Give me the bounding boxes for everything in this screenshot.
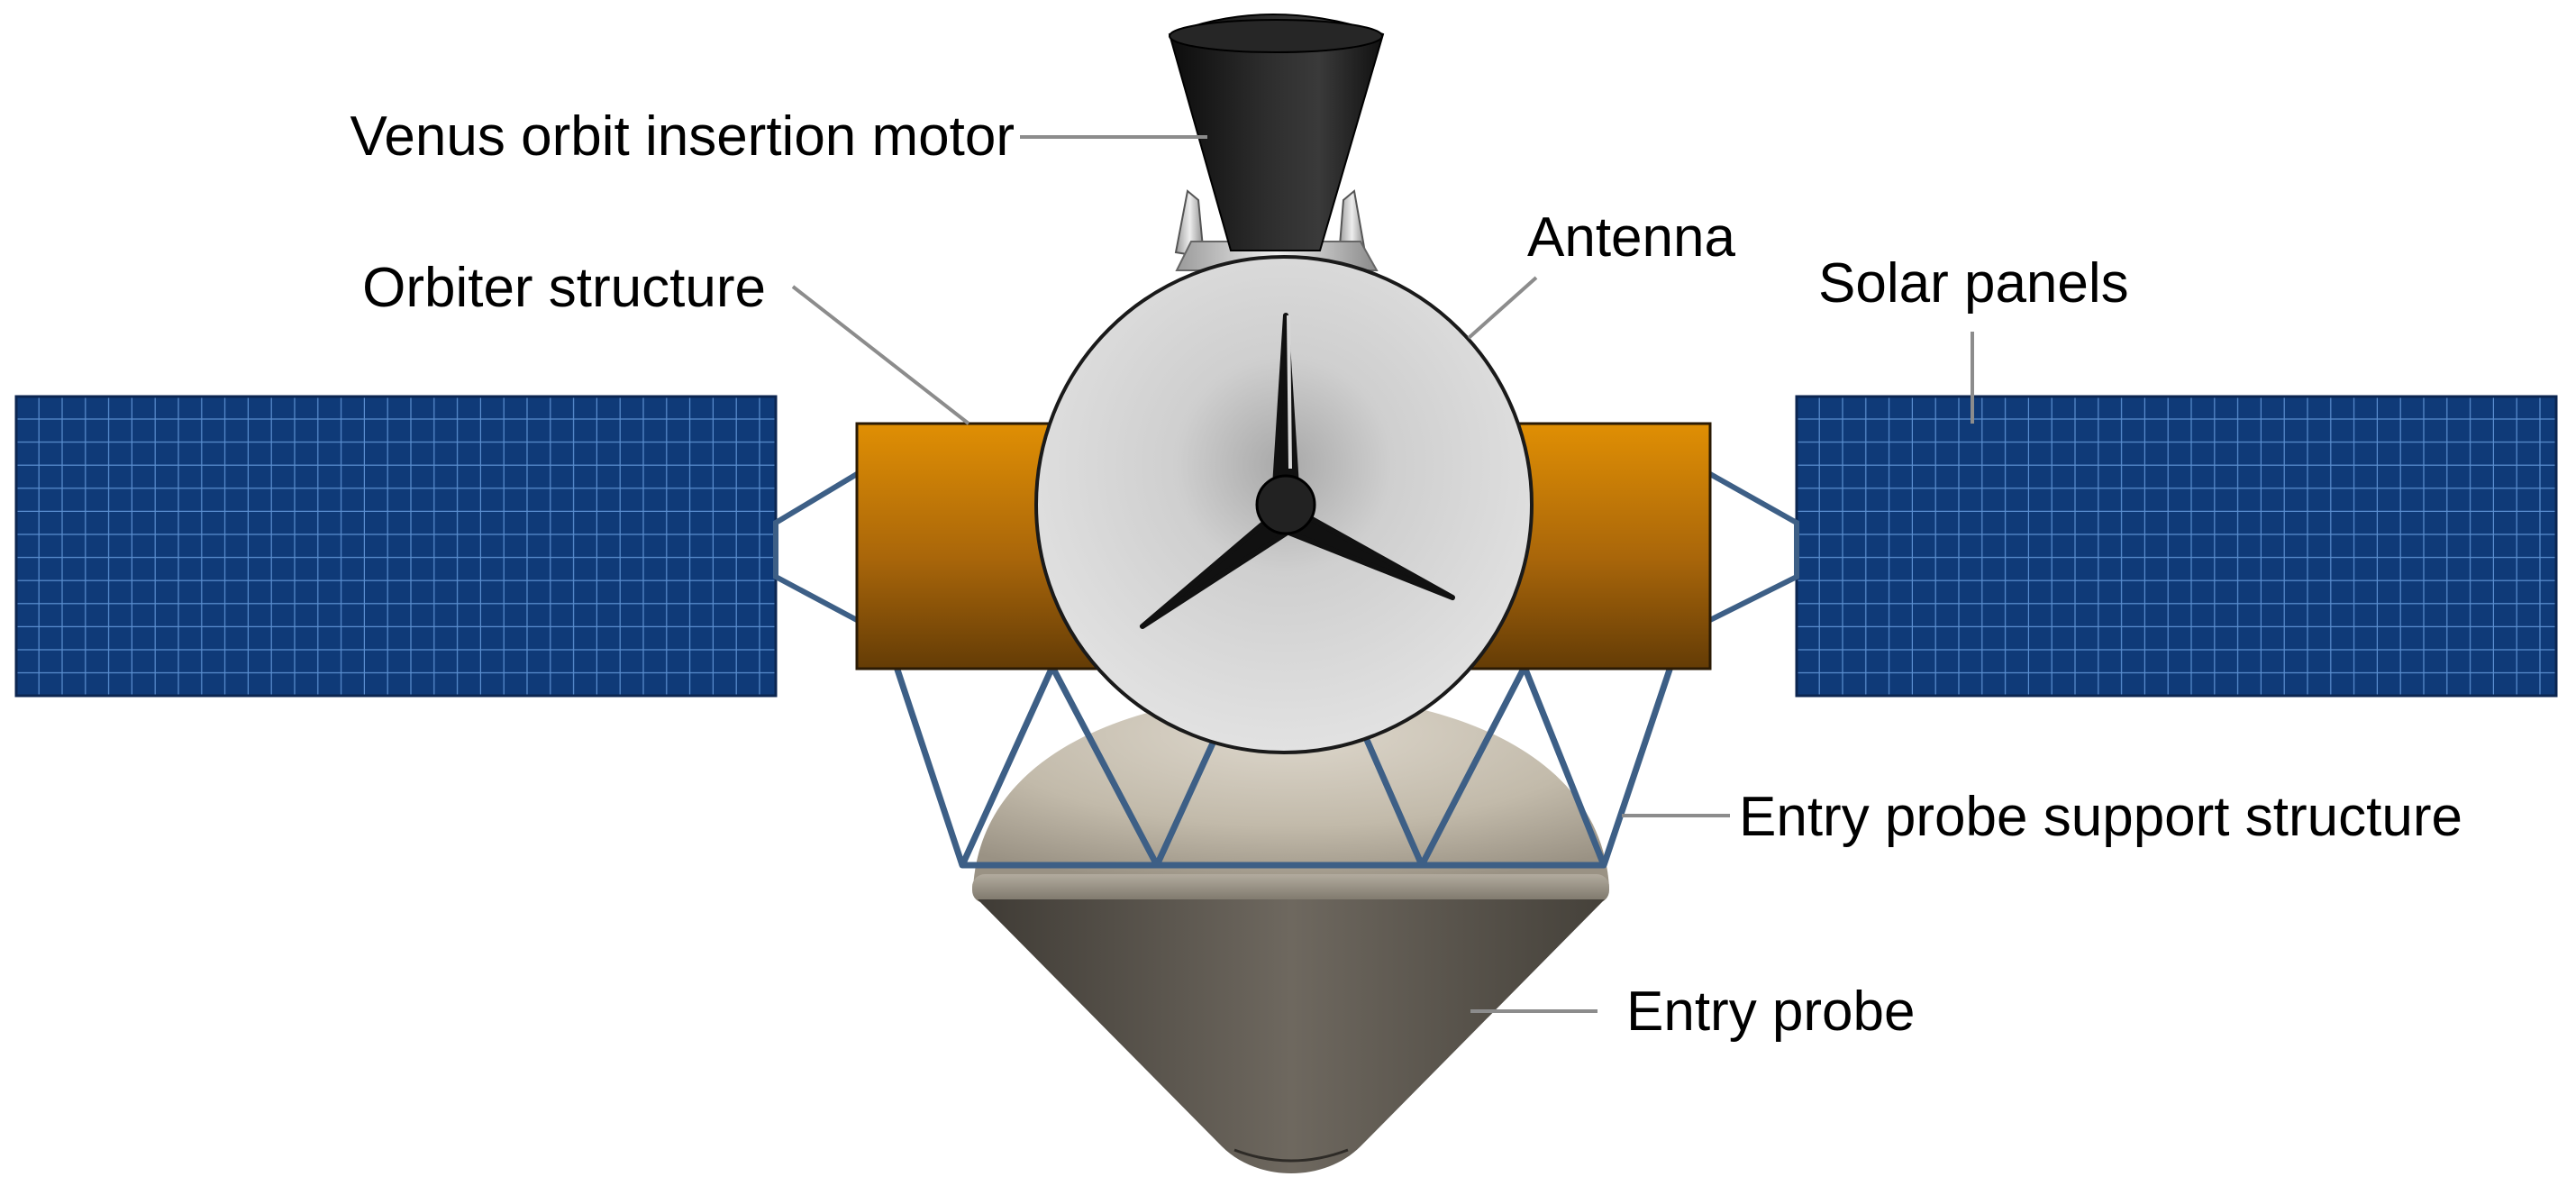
label-support-structure: Entry probe support structure	[1739, 786, 2462, 848]
label-entry-probe: Entry probe	[1626, 981, 1916, 1043]
solar-panel-right	[1795, 395, 2558, 698]
callout-labels: Venus orbit insertion motor Orbiter stru…	[350, 105, 2462, 1043]
solar-panel-booms	[773, 471, 1799, 623]
antenna-dish	[1034, 255, 1534, 754]
label-solar-panels: Solar panels	[1818, 252, 2129, 315]
insertion-motor	[1168, 14, 1385, 271]
entry-probe-backshell	[973, 694, 1609, 888]
label-antenna: Antenna	[1527, 206, 1736, 269]
entry-probe	[972, 874, 1609, 1173]
solar-panel-left	[14, 395, 778, 698]
label-orbiter-structure: Orbiter structure	[362, 257, 766, 319]
label-insertion-motor: Venus orbit insertion motor	[350, 105, 1015, 168]
leader-lines	[791, 135, 1974, 1013]
